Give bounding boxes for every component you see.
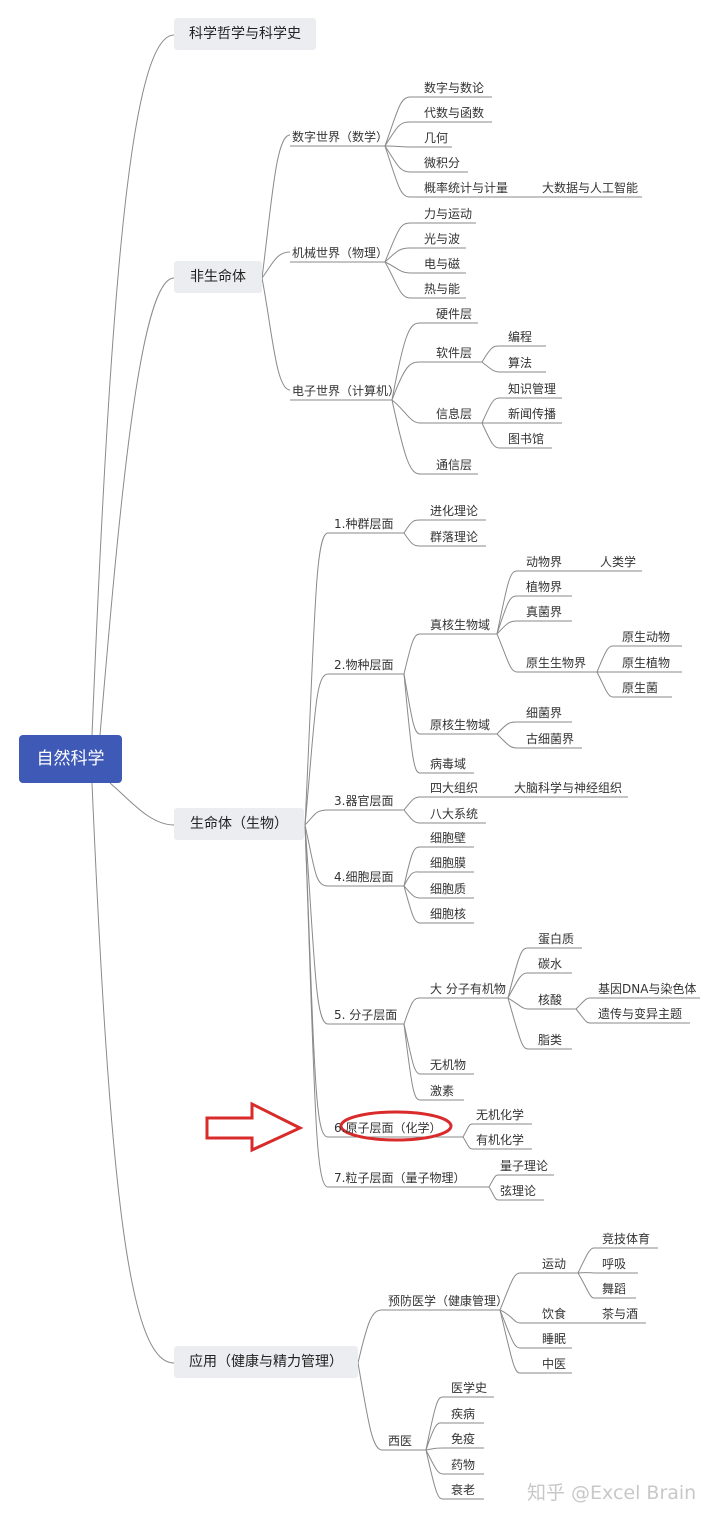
node-sport-item[interactable]: 舞蹈 (602, 1282, 627, 1296)
node-particle-item[interactable]: 量子理论 (500, 1159, 549, 1173)
node-virus[interactable]: 病毒域 (430, 757, 467, 771)
node-nucleic-item[interactable]: 遗传与变异主题 (598, 1007, 683, 1021)
node-application[interactable]: 应用（健康与精力管理） (174, 1346, 358, 1378)
node-west-item[interactable]: 免疫 (451, 1432, 476, 1446)
node-inorganic[interactable]: 无机物 (430, 1058, 467, 1072)
node-protist[interactable]: 原生生物界 (526, 656, 587, 670)
node-molecule[interactable]: 5. 分子层面 (334, 1008, 398, 1022)
node-protist-item[interactable]: 原生动物 (622, 630, 671, 644)
node-nucleic-item[interactable]: 基因DNA与染色体 (598, 982, 697, 996)
node-science-philosophy[interactable]: 科学哲学与科学史 (174, 18, 316, 50)
root-node[interactable]: 自然科学 (19, 735, 122, 783)
node-west-item[interactable]: 疾病 (451, 1407, 476, 1421)
node-mechanics[interactable]: 机械世界（物理） (292, 246, 389, 260)
node-mech-item[interactable]: 光与波 (424, 232, 461, 246)
watermark: 知乎 @Excel Brain (527, 1482, 697, 1504)
node-cell[interactable]: 4.细胞层面 (334, 870, 394, 884)
node-tissue[interactable]: 四大组织 (430, 781, 479, 795)
node-cell-item[interactable]: 细胞核 (430, 907, 467, 921)
node-atom-item[interactable]: 有机化学 (476, 1133, 525, 1147)
node-systems[interactable]: 八大系统 (430, 807, 479, 821)
node-eukaryote[interactable]: 真核生物域 (430, 618, 491, 632)
node-tea-wine[interactable]: 茶与酒 (602, 1307, 639, 1321)
node-info-item[interactable]: 新闻传播 (508, 407, 557, 421)
node-particle[interactable]: 7.粒子层面（量子物理） (334, 1171, 466, 1185)
node-pop-item[interactable]: 进化理论 (430, 504, 479, 518)
node-sport[interactable]: 运动 (542, 1257, 567, 1271)
node-species[interactable]: 2.物种层面 (334, 658, 394, 672)
node-protist-item[interactable]: 原生菌 (622, 681, 659, 695)
node-tcm[interactable]: 中医 (542, 1357, 567, 1371)
node-atom-item[interactable]: 无机化学 (476, 1108, 525, 1122)
node-living[interactable]: 生命体（生物） (174, 808, 304, 840)
node-fungi[interactable]: 真菌界 (526, 605, 563, 619)
node-west-item[interactable]: 药物 (451, 1458, 476, 1472)
node-diet[interactable]: 饮食 (542, 1307, 567, 1321)
red-arrow-icon (205, 1101, 304, 1153)
node-cell-item[interactable]: 细胞膜 (430, 856, 467, 870)
node-info-item[interactable]: 知识管理 (508, 382, 557, 396)
node-organ[interactable]: 3.器官层面 (334, 794, 394, 808)
node-math-item[interactable]: 数字与数论 (424, 81, 485, 95)
node-sleep[interactable]: 睡眠 (542, 1332, 567, 1346)
node-brain-science[interactable]: 大脑科学与神经组织 (514, 781, 623, 795)
node-protist-item[interactable]: 原生植物 (622, 656, 671, 670)
node-carbohydrate[interactable]: 碳水 (538, 957, 563, 971)
node-math-item[interactable]: 几何 (424, 131, 449, 145)
node-algorithm[interactable]: 算法 (508, 356, 533, 370)
node-prok-item[interactable]: 古细菌界 (526, 732, 575, 746)
node-animal[interactable]: 动物界 (526, 555, 563, 569)
highlight-ellipse (339, 1110, 453, 1142)
node-hardware[interactable]: 硬件层 (436, 307, 473, 321)
node-mech-item[interactable]: 热与能 (424, 282, 461, 296)
node-lipid[interactable]: 脂类 (538, 1033, 563, 1047)
node-western-medicine[interactable]: 西医 (388, 1434, 413, 1448)
node-nucleic-acid[interactable]: 核酸 (538, 993, 563, 1007)
node-sport-item[interactable]: 竞技体育 (602, 1232, 651, 1246)
node-macromolecule[interactable]: 大 分子有机物 (430, 982, 506, 996)
node-atom[interactable]: 6.原子层面（化学） (334, 1121, 442, 1135)
node-west-item[interactable]: 衰老 (451, 1483, 476, 1497)
node-mech-item[interactable]: 力与运动 (424, 207, 473, 221)
node-math-item[interactable]: 概率统计与计量 (424, 181, 509, 195)
node-population[interactable]: 1.种群层面 (334, 517, 394, 531)
node-preventive-medicine[interactable]: 预防医学（健康管理） (388, 1294, 509, 1308)
node-anthropology[interactable]: 人类学 (600, 555, 637, 569)
node-pop-item[interactable]: 群落理论 (430, 530, 479, 544)
node-prok-item[interactable]: 细菌界 (526, 706, 563, 720)
node-west-item[interactable]: 医学史 (451, 1381, 488, 1395)
node-info-item[interactable]: 图书馆 (508, 432, 545, 446)
node-cell-item[interactable]: 细胞质 (430, 882, 467, 896)
node-mech-item[interactable]: 电与磁 (424, 257, 461, 271)
node-particle-item[interactable]: 弦理论 (500, 1184, 537, 1198)
node-math-item[interactable]: 微积分 (424, 156, 461, 170)
node-software[interactable]: 软件层 (436, 346, 473, 360)
node-cell-item[interactable]: 细胞壁 (430, 831, 467, 845)
node-math-item[interactable]: 代数与函数 (424, 106, 485, 120)
node-programming[interactable]: 编程 (508, 330, 533, 344)
node-math[interactable]: 数字世界（数学） (292, 130, 389, 144)
node-info-layer[interactable]: 信息层 (436, 407, 473, 421)
node-comm-layer[interactable]: 通信层 (436, 458, 473, 472)
node-sport-item[interactable]: 呼吸 (602, 1257, 627, 1271)
node-prokaryote[interactable]: 原核生物域 (430, 718, 491, 732)
node-bigdata-ai[interactable]: 大数据与人工智能 (542, 181, 639, 195)
node-electronics[interactable]: 电子世界（计算机） (292, 384, 401, 398)
node-nonliving[interactable]: 非生命体 (174, 261, 262, 293)
node-hormone[interactable]: 激素 (430, 1084, 455, 1098)
node-plant[interactable]: 植物界 (526, 580, 563, 594)
node-protein[interactable]: 蛋白质 (538, 932, 575, 946)
